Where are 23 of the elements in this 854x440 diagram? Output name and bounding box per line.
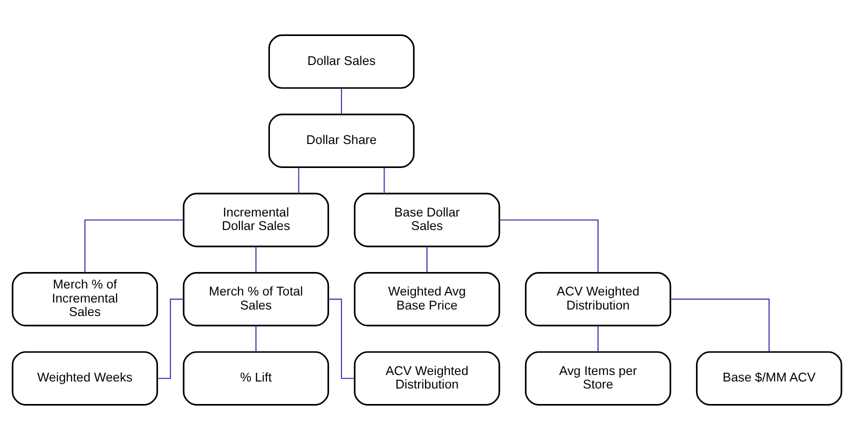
node-box: Base $/MM ACV [696,351,842,406]
connector [500,219,599,272]
node-box: % Lift [182,351,330,406]
node-box: Avg Items per Store [524,351,672,406]
connector [255,246,256,273]
node-box: Dollar Share [268,114,415,168]
node-box: ACV Weighted Distribution [524,272,672,326]
node-box: Merch % of Total Sales [182,272,330,326]
connector [670,298,770,352]
connector [84,219,184,272]
connector [598,326,599,352]
connector [384,168,385,194]
node-box: Incremental Dollar Sales [182,192,330,248]
node-box: ACV Weighted Distribution [354,351,500,406]
connector [426,246,428,273]
connector [298,168,300,194]
connector [340,88,342,114]
node-box: Merch % of Incremental Sales [12,272,158,326]
node-box: Weighted Avg Base Price [354,272,500,326]
node-box: Base Dollar Sales [354,192,500,248]
node-box: Weighted Weeks [12,351,158,406]
node-box: Dollar Sales [268,34,415,89]
connector [255,326,256,352]
